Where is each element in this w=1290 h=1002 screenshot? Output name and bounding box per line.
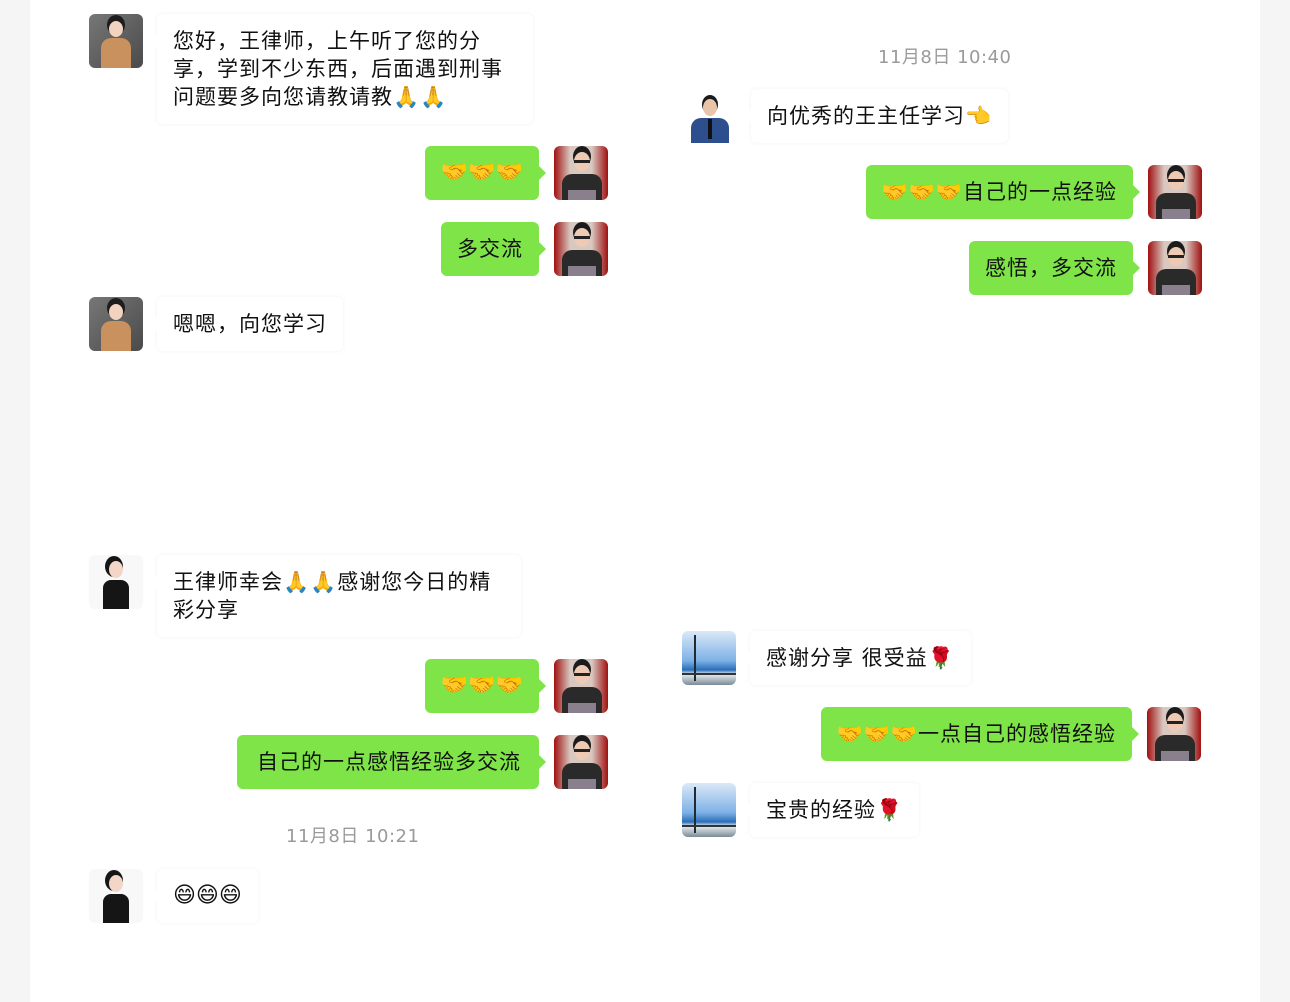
message-row-outgoing: 🤝🤝🤝 — [424, 146, 608, 200]
avatar-man-glasses[interactable] — [554, 659, 608, 713]
message-bubble[interactable]: 自己的一点感悟经验多交流 — [237, 735, 546, 789]
message-bubble[interactable]: 🤝🤝🤝 — [424, 146, 547, 200]
message-row-incoming: 感谢分享 很受益🌹 — [682, 631, 971, 685]
timestamp: 11月8日 10:40 — [878, 47, 1012, 68]
avatar-woman-tan-blazer[interactable] — [89, 297, 143, 351]
message-bubble[interactable]: 您好，王律师，上午听了您的分享，学到不少东西，后面遇到刑事问题要多向您请教请教🙏… — [150, 14, 533, 124]
avatar-man-glasses[interactable] — [554, 735, 608, 789]
message-row-outgoing: 🤝🤝🤝一点自己的感悟经验 — [820, 707, 1201, 761]
message-row-outgoing: 自己的一点感悟经验多交流 — [237, 735, 608, 789]
message-row-outgoing: 🤝🤝🤝 — [424, 659, 608, 713]
message-bubble[interactable]: 🤝🤝🤝一点自己的感悟经验 — [820, 707, 1140, 761]
message-bubble[interactable]: 多交流 — [441, 222, 546, 276]
message-bubble[interactable]: 🤝🤝🤝 — [424, 659, 547, 713]
message-row-outgoing: 多交流 — [441, 222, 608, 276]
message-bubble[interactable]: 宝贵的经验🌹 — [742, 783, 920, 837]
avatar-man-suit[interactable] — [683, 89, 737, 143]
avatar-woman-black-dress[interactable] — [89, 869, 143, 923]
avatar-man-glasses[interactable] — [1148, 165, 1202, 219]
avatar-man-glasses[interactable] — [1147, 707, 1201, 761]
message-row-incoming: 向优秀的王主任学习👈 — [683, 89, 1009, 143]
avatar-woman-tan-blazer[interactable] — [89, 14, 143, 68]
avatar-woman-black-dress[interactable] — [89, 555, 143, 609]
avatar-man-glasses[interactable] — [1148, 241, 1202, 295]
message-row-incoming: 王律师幸会🙏🙏感谢您今日的精彩分享 — [89, 555, 521, 637]
message-bubble[interactable]: 🤝🤝🤝自己的一点经验 — [865, 165, 1141, 219]
message-bubble[interactable]: 感悟，多交流 — [969, 241, 1140, 295]
avatar-man-glasses[interactable] — [554, 146, 608, 200]
timestamp: 11月8日 10:21 — [286, 826, 420, 847]
chat-screenshot-canvas — [30, 0, 1260, 1002]
avatar-man-glasses[interactable] — [554, 222, 608, 276]
avatar-sea-view[interactable] — [682, 631, 736, 685]
message-row-incoming: 嗯嗯，向您学习 — [89, 297, 343, 351]
message-row-incoming: 您好，王律师，上午听了您的分享，学到不少东西，后面遇到刑事问题要多向您请教请教🙏… — [89, 14, 533, 124]
message-row-outgoing: 🤝🤝🤝自己的一点经验 — [865, 165, 1202, 219]
message-bubble[interactable]: 向优秀的王主任学习👈 — [743, 89, 1009, 143]
message-row-outgoing: 感悟，多交流 — [969, 241, 1202, 295]
message-bubble[interactable]: 😄😄😄 — [150, 869, 258, 923]
message-row-incoming: 😄😄😄 — [89, 869, 258, 923]
message-bubble[interactable]: 王律师幸会🙏🙏感谢您今日的精彩分享 — [150, 555, 521, 637]
avatar-sea-view[interactable] — [682, 783, 736, 837]
message-bubble[interactable]: 感谢分享 很受益🌹 — [743, 631, 971, 685]
message-row-incoming: 宝贵的经验🌹 — [682, 783, 920, 837]
message-bubble[interactable]: 嗯嗯，向您学习 — [150, 297, 343, 351]
